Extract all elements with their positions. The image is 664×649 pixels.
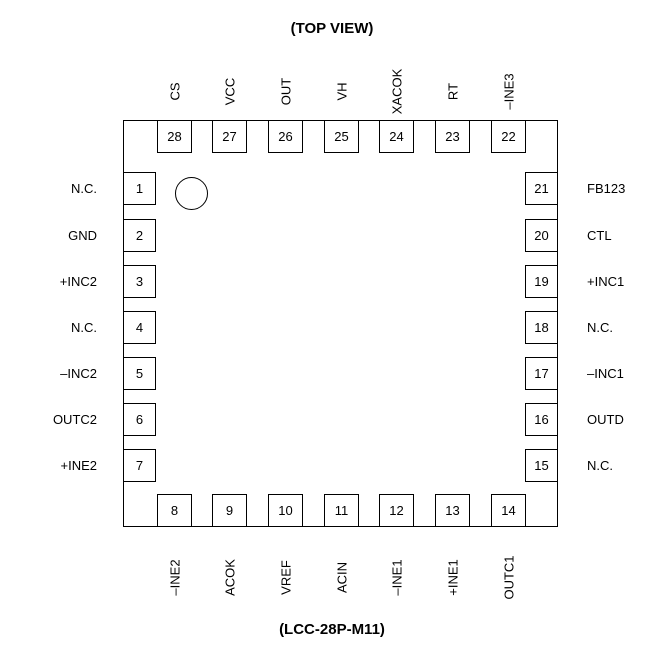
- pin-label-12: –INE1: [389, 559, 404, 596]
- pin-label-7: +INE2: [60, 458, 98, 473]
- pin1-marker: [175, 177, 208, 210]
- pin-label-25: VH: [334, 82, 349, 101]
- pin-pad-18: 18: [525, 311, 558, 344]
- diagram-title: (TOP VIEW): [290, 20, 374, 37]
- pin-pad-25: 25: [324, 120, 359, 153]
- pin-label-18: N.C.: [587, 320, 613, 335]
- pin-pad-2: 2: [123, 219, 156, 252]
- pin-pad-27: 27: [212, 120, 247, 153]
- pin-pad-23: 23: [435, 120, 470, 153]
- pin-label-21: FB123: [587, 181, 626, 196]
- pin-label-8: –INE2: [167, 559, 182, 596]
- pin-pad-13: 13: [435, 494, 470, 527]
- pin-pad-16: 16: [525, 403, 558, 436]
- pin-label-26: OUT: [278, 77, 293, 106]
- pin-pad-5: 5: [123, 357, 156, 390]
- pin-pad-24: 24: [379, 120, 414, 153]
- pin-label-14: OUTC1: [501, 555, 516, 600]
- pin-pad-8: 8: [157, 494, 192, 527]
- pin-pad-4: 4: [123, 311, 156, 344]
- pin-pad-7: 7: [123, 449, 156, 482]
- pin-label-9: ACOK: [222, 559, 237, 596]
- package-name: (LCC-28P-M11): [279, 621, 385, 638]
- pin-label-6: OUTC2: [52, 412, 97, 427]
- pin-label-3: +INC2: [59, 274, 97, 289]
- pin-label-17: –INC1: [587, 366, 624, 381]
- pin-pad-10: 10: [268, 494, 303, 527]
- pin-label-20: CTL: [587, 228, 612, 243]
- pin-pad-19: 19: [525, 265, 558, 298]
- pin-pad-3: 3: [123, 265, 156, 298]
- pin-pad-20: 20: [525, 219, 558, 252]
- pin-label-4: N.C.: [71, 320, 97, 335]
- pin-pad-15: 15: [525, 449, 558, 482]
- pin-label-11: ACIN: [334, 561, 349, 594]
- pin-label-2: GND: [68, 228, 97, 243]
- pin-label-23: RT: [445, 82, 460, 101]
- pin-pad-9: 9: [212, 494, 247, 527]
- pin-pad-22: 22: [491, 120, 526, 153]
- pin-label-27: VCC: [222, 77, 237, 106]
- pin-pad-14: 14: [491, 494, 526, 527]
- pin-pad-17: 17: [525, 357, 558, 390]
- pin-label-19: +INC1: [587, 274, 625, 289]
- pin-pad-21: 21: [525, 172, 558, 205]
- pin-pad-1: 1: [123, 172, 156, 205]
- pin-label-13: +INE1: [445, 559, 460, 596]
- pin-label-28: CS: [167, 82, 182, 101]
- pin-label-22: –INE3: [501, 73, 516, 110]
- pin-pad-26: 26: [268, 120, 303, 153]
- pin-label-10: VREF: [278, 560, 293, 595]
- pin-pad-12: 12: [379, 494, 414, 527]
- pin-label-15: N.C.: [587, 458, 613, 473]
- pin-pad-11: 11: [324, 494, 359, 527]
- pin-label-16: OUTD: [587, 412, 624, 427]
- pin-label-1: N.C.: [71, 181, 97, 196]
- pin-pad-6: 6: [123, 403, 156, 436]
- pin-pad-28: 28: [157, 120, 192, 153]
- pin-label-5: –INC2: [60, 366, 97, 381]
- pin-label-24: XACOK: [389, 68, 404, 115]
